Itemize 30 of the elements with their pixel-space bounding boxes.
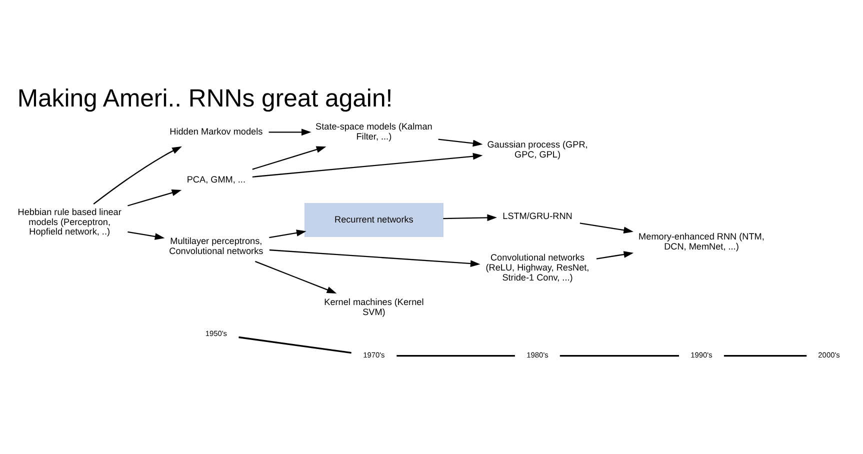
arrow [128,189,182,206]
arrow [438,138,483,147]
node-text: LSTM/GRU-RNN [502,210,572,221]
node-text: Hidden Markov models [170,126,263,136]
arrow [580,222,634,234]
node-text: State-space models (Kalman Filter, ...) [316,122,432,142]
arrow [443,214,497,222]
arrow [252,152,483,178]
arrow [252,146,326,170]
node-text: PCA, GMM, ... [186,174,246,185]
node-text: Kernel machines (Kernel SVM) [324,297,424,318]
arrow [93,146,182,204]
label: 1990's [690,350,712,360]
arrow [596,251,634,260]
label: 1950's [205,329,228,338]
node-box: Recurrent networks [304,202,444,237]
node-text: Memory-enhanced RNN (NTM, DCN, MemNet, ...) [638,232,764,252]
arrow [268,128,312,136]
arrow [269,249,480,267]
diagram-title: Making Ameri.. RNNs great again! [17,86,393,112]
arrow [269,230,306,238]
label: 2000's [818,350,840,360]
node-text: Hebbian rule based linear models (Perceptron, Hopfield network, ..) [18,206,122,237]
node-text: Convolutional networks (ReLU, Highway, ResNet, Stride-1 Conv, ...) [486,252,590,282]
node-text: Multilayer perceptrons, Convolutional networks [169,236,264,256]
arrow [254,260,337,294]
arrow [128,231,165,240]
label: 1980's [526,350,548,360]
label: 1970's [363,350,385,360]
node-text: Gaussian process (GPR, GPC, GPL) [487,140,588,160]
